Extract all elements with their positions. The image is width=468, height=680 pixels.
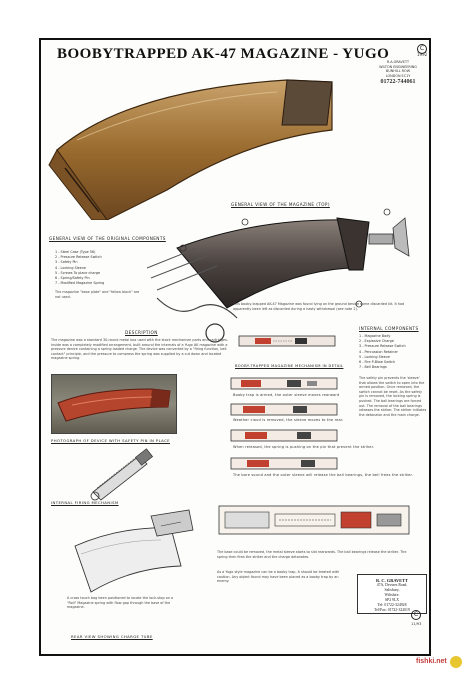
card-line: Salisbury, bbox=[384, 588, 400, 592]
list-item: 1 - Magazine Body bbox=[359, 334, 391, 338]
bottom-mid-text: The base could be removed, the metal sle… bbox=[217, 550, 407, 559]
copyright-mark: C bbox=[417, 44, 427, 54]
components-caption: GENERAL VIEW OF THE ORIGINAL COMPONENTS bbox=[49, 236, 166, 241]
list-item: 2 - Pressure Release Switch bbox=[55, 255, 102, 260]
mechanism-section-3 bbox=[230, 403, 338, 416]
mechanism-section-1 bbox=[238, 335, 336, 347]
internal-components-list: 1 - Magazine Body 2 - Explosive Charge 3… bbox=[359, 334, 406, 370]
stamp-phone: 01722-744061 bbox=[380, 79, 416, 86]
stamp-line: LONDON EC1Y bbox=[385, 73, 411, 78]
card-line: Tel/Fax: 01722-322019 bbox=[374, 608, 410, 612]
author-card: R. C. GRAVETT 47A, Devizes Road, Salisbu… bbox=[357, 574, 427, 614]
mechanism-section-4 bbox=[230, 429, 338, 442]
copyright-mark-bottom: C bbox=[411, 610, 421, 620]
step-caption-2: Weather cloud is removed, the sleeve mov… bbox=[233, 418, 344, 422]
stamp-line: R.A.GRAVETT bbox=[386, 60, 410, 64]
list-item: 3 - Pressure Release Switch bbox=[359, 344, 406, 349]
magazine-top-illustration bbox=[48, 79, 333, 220]
stamp-line: BUNHILL ROW bbox=[385, 69, 411, 74]
mechanism-caption: Booby-trapped Magazine mechanism in deta… bbox=[235, 364, 344, 368]
author-stamp: R.A.GRAVETT WILTON ENGINEERING BUNHILL R… bbox=[369, 60, 427, 85]
components-list: 1 - Steel Case (Type 56) 2 - Pressure Re… bbox=[55, 250, 104, 286]
rear-view-caption: REAR VIEW SHOWING CHARGE TUBE bbox=[71, 634, 153, 639]
card-line: 47A, Devizes Road, bbox=[376, 583, 408, 587]
list-item: 5 - Locking Sleeve bbox=[359, 354, 390, 359]
watermark-icon bbox=[450, 656, 462, 668]
step-caption-4: The bore sound and the outer sleeve will… bbox=[233, 473, 414, 477]
poster-title: BOOBYTRAPPED AK-47 MAGAZINE - YUGO bbox=[57, 46, 390, 62]
watermark: fishki.net bbox=[414, 654, 464, 676]
mechanism-section-5 bbox=[230, 457, 338, 470]
stamp-line: WILTON ENGINEERING bbox=[379, 64, 417, 69]
list-item: 4 - Locking Sleeve bbox=[55, 265, 86, 270]
poster-sheet: BOOBYTRAPPED AK-47 MAGAZINE - YUGO 1992 … bbox=[39, 38, 431, 656]
photo-caption: PHOTOGRAPH OF DEVICE WITH SAFETY PIN IN … bbox=[51, 438, 170, 443]
stamp-date: 1992 bbox=[417, 52, 428, 57]
list-item: 4 - Percussion Retainer bbox=[359, 349, 398, 354]
bottom-date: 11/93 bbox=[411, 622, 422, 626]
step-caption-3: When released, the spring is pushing on … bbox=[233, 445, 375, 449]
internal-firing-caption: INTERNAL FIRING MECHANISM bbox=[51, 500, 119, 505]
list-item: 5 - Screws To place charge bbox=[55, 270, 101, 275]
bottom-mid-text-2: As a Yugo style magazine can be a booby … bbox=[217, 570, 340, 584]
description-text: The magazine was a standard 30-round met… bbox=[51, 338, 228, 361]
rear-view-illustration bbox=[74, 509, 194, 593]
card-line: Wiltshire. bbox=[384, 593, 400, 597]
list-item: 2 - Explosive Charge bbox=[359, 339, 394, 344]
safety-text: The safety pin prevents the 'sleeve' tha… bbox=[359, 376, 427, 417]
mechanism-section-2 bbox=[230, 377, 338, 390]
device-photograph bbox=[51, 374, 177, 434]
card-line: R. C. GRAVETT bbox=[376, 578, 408, 583]
card-line: SP2 9LX bbox=[384, 598, 400, 602]
description-heading: Description bbox=[125, 330, 158, 335]
upper-right-paragraph: This booby-trapped AK-47 Magazine was fo… bbox=[233, 302, 405, 311]
list-item: 3 - Safety Pin bbox=[55, 260, 78, 265]
section-diagram-bottom bbox=[218, 505, 410, 535]
internal-components-heading: INTERNAL COMPONENTS bbox=[359, 326, 419, 331]
bottom-left-note: A cross touch bag been positioned to loc… bbox=[67, 596, 174, 610]
list-item: 6 - Spring/Safety Pin bbox=[55, 276, 90, 281]
list-item: 7 - Bell Bearings bbox=[359, 365, 387, 370]
top-view-caption: GENERAL VIEW OF THE MAGAZINE (TOP) bbox=[231, 202, 330, 207]
firing-mechanism-illustration bbox=[90, 448, 154, 501]
card-line: Tel: 01722-324928 bbox=[377, 603, 407, 607]
step-caption-1: Booby trap is armed, the outer sleeve mo… bbox=[233, 393, 340, 397]
watermark-text: fishki.net bbox=[416, 658, 447, 665]
left-note: The magazine "base plate" and "follow bl… bbox=[55, 290, 140, 299]
list-item: 6 - Fire P-Blow Switch bbox=[359, 360, 396, 365]
magazine-exploded-illustration bbox=[146, 208, 410, 343]
list-item: 1 - Steel Case (Type 56) bbox=[55, 250, 96, 254]
list-item: 7 - Modified Magazine Spring bbox=[55, 281, 105, 286]
